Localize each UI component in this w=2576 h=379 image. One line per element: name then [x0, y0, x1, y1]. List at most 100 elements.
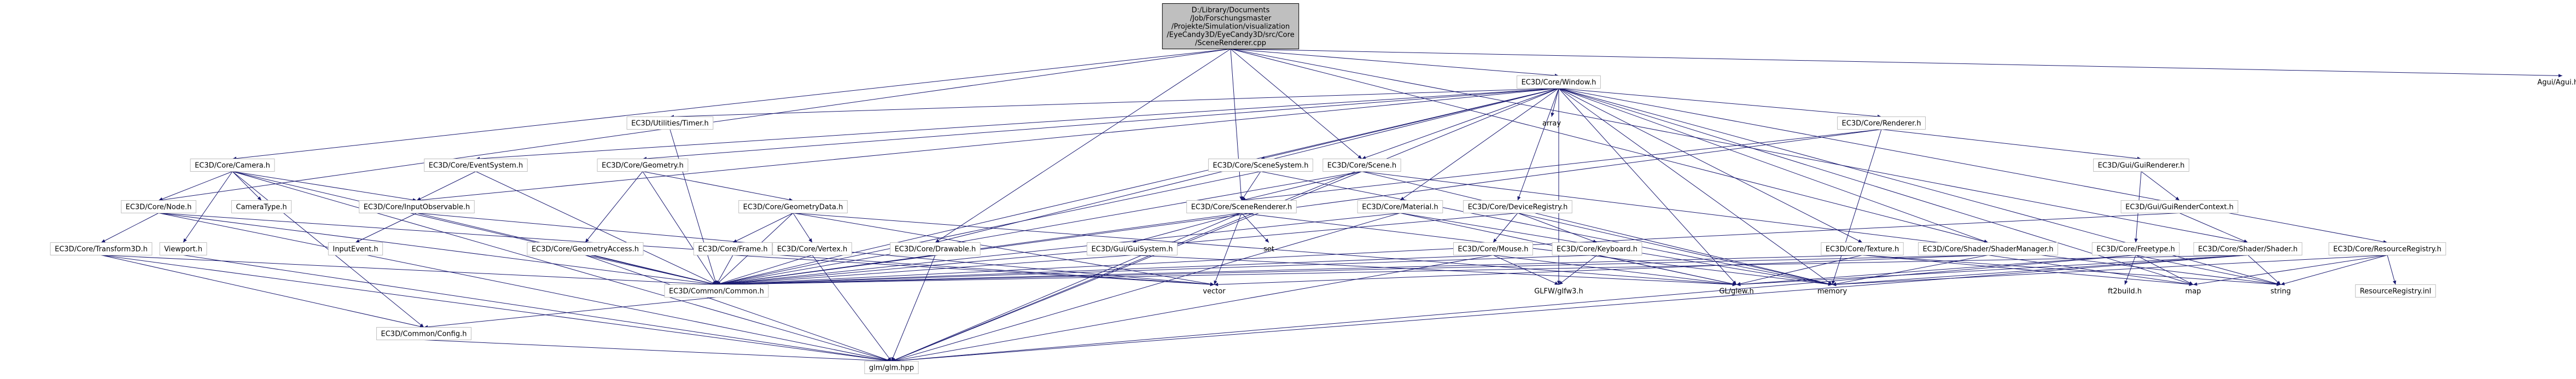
node-box: [190, 159, 275, 172]
node-label: D:/Library/Documents: [1192, 7, 1270, 15]
graph-node-geometry[interactable]: EC3D/Core/Geometry.h: [597, 159, 689, 172]
edge-resreg-to-string: [2280, 255, 2388, 285]
edge-texture-to-string: [1862, 255, 2281, 287]
edge-common-to-config: [423, 297, 717, 329]
node-label: /SceneRenderer.cpp: [1195, 39, 1266, 48]
edge-shader-to-memory: [1832, 255, 2248, 287]
graph-node-freetype[interactable]: EC3D/Core/Freetype.h: [2091, 242, 2180, 255]
node-label: CameraType.h: [236, 203, 287, 212]
edge-freetype-to-map: [2135, 255, 2194, 285]
node-label: map: [2185, 288, 2201, 296]
graph-node-shader[interactable]: EC3D/Core/Shader/Shader.h: [2193, 242, 2303, 255]
graph-node-keyboard[interactable]: EC3D/Core/Keyboard.h: [1552, 242, 1642, 255]
node-box: [1086, 242, 1178, 255]
node-label: set: [1263, 246, 1274, 254]
node-label: EC3D/Core/Window.h: [1522, 79, 1596, 87]
edge-guirenderer-to-guirendercontext: [2141, 171, 2180, 201]
graph-node-cameratype[interactable]: CameraType.h: [231, 200, 292, 213]
graph-node-drawable[interactable]: EC3D/Core/Drawable.h: [890, 242, 981, 255]
node-label: EC3D/Core/GeometryData.h: [743, 203, 843, 212]
edge-frame-to-vector: [732, 255, 1215, 287]
node-box: [424, 159, 528, 172]
node-label: EC3D/Core/Freetype.h: [2096, 246, 2175, 254]
graph-node-geomdata[interactable]: EC3D/Core/GeometryData.h: [738, 200, 848, 213]
node-box: [1186, 200, 1297, 213]
edge-resreg-to-map: [2193, 255, 2388, 286]
edge-camera-to-common: [232, 171, 717, 285]
edge-window-to-texture: [1558, 88, 1863, 243]
graph-node-viewport[interactable]: Viewport.h: [159, 242, 207, 255]
graph-node-inputobs[interactable]: EC3D/Core/InputObservable.h: [359, 200, 475, 213]
graph-node-resreginl[interactable]: ResourceRegistry.inl: [2355, 284, 2436, 298]
graph-node-frame[interactable]: EC3D/Core/Frame.h: [693, 242, 773, 255]
graph-node-scenerenderer[interactable]: EC3D/Core/SceneRenderer.h: [1186, 200, 1297, 213]
graph-node-map[interactable]: map: [2181, 285, 2206, 298]
edge-node-to-glm: [158, 213, 892, 363]
graph-node-set[interactable]: set: [1259, 243, 1279, 255]
graph-node-devreg[interactable]: EC3D/Core/DeviceRegistry.h: [1463, 200, 1572, 213]
graph-node-config[interactable]: EC3D/Common/Config.h: [376, 327, 471, 340]
graph-node-glew[interactable]: GL/glew.h: [1715, 285, 1758, 298]
graph-node-guisystem[interactable]: EC3D/Gui/GuiSystem.h: [1086, 242, 1178, 255]
graph-node-material[interactable]: EC3D/Core/Material.h: [1357, 200, 1443, 213]
node-label: EC3D/Core/SceneSystem.h: [1213, 162, 1309, 170]
node-box: [890, 242, 981, 255]
node-label: EC3D/Core/Material.h: [1362, 203, 1438, 212]
graph-node-resreg[interactable]: EC3D/Core/ResourceRegistry.h: [2328, 242, 2446, 255]
graph-node-scene[interactable]: EC3D/Core/Scene.h: [1322, 159, 1401, 172]
graph-node-glm[interactable]: glm/glm.hpp: [864, 361, 919, 374]
edge-shadermgr-to-vector: [1214, 255, 1989, 287]
graph-node-shadermgr[interactable]: EC3D/Core/Shader/ShaderManager.h: [1918, 242, 2059, 255]
node-label: EC3D/Core/Shader/Shader.h: [2198, 246, 2298, 254]
graph-node-vector[interactable]: vector: [1198, 285, 1229, 298]
graph-node-geomaccess[interactable]: EC3D/Core/GeometryAccess.h: [527, 242, 644, 255]
edge-node-to-transform: [101, 213, 159, 243]
edge-resreg-to-resreginl: [2387, 255, 2397, 285]
graph-node-window[interactable]: EC3D/Core/Window.h: [1517, 75, 1601, 89]
edge-texture-to-common: [716, 255, 1863, 287]
edge-root-to-shader: [1230, 49, 2248, 244]
node-label: EC3D/Common/Common.h: [669, 288, 764, 296]
graph-node-eventsystem[interactable]: EC3D/Core/EventSystem.h: [424, 159, 528, 172]
edge-drawable-to-glm: [891, 255, 936, 361]
graph-node-guirendercontext[interactable]: EC3D/Gui/GuiRenderContext.h: [2120, 200, 2239, 213]
edge-mouse-to-common: [716, 255, 1494, 287]
graph-node-agui[interactable]: Agui/Agui.hpp: [2533, 76, 2576, 89]
node-label: EC3D/Core/Camera.h: [195, 162, 270, 170]
graph-node-scenesystem[interactable]: EC3D/Core/SceneSystem.h: [1208, 159, 1313, 172]
node-box: [328, 242, 383, 255]
graph-node-node[interactable]: EC3D/Core/Node.h: [121, 200, 196, 213]
graph-node-memory[interactable]: memory: [1813, 285, 1851, 298]
node-box: [2091, 242, 2180, 255]
graph-node-camera[interactable]: EC3D/Core/Camera.h: [190, 159, 275, 172]
node-label: glm/glm.hpp: [869, 364, 914, 372]
edge-window-to-eventsystem: [475, 88, 1559, 161]
graph-node-string[interactable]: string: [2266, 285, 2295, 298]
edge-scene-to-glm: [891, 171, 1362, 361]
graph-node-vertex[interactable]: EC3D/Core/Vertex.h: [772, 242, 852, 255]
graph-node-ft2build[interactable]: ft2build.h: [2103, 285, 2146, 298]
node-label: EC3D/Core/Texture.h: [1826, 246, 1899, 254]
node-label: memory: [1817, 288, 1848, 296]
graph-node-texture[interactable]: EC3D/Core/Texture.h: [1821, 242, 1904, 255]
graph-node-common[interactable]: EC3D/Common/Common.h: [664, 284, 769, 298]
graph-node-transform[interactable]: EC3D/Core/Transform3D.h: [50, 242, 153, 255]
edge-geomdata-to-vertex: [792, 213, 813, 243]
graph-node-array[interactable]: array: [1538, 117, 1565, 130]
graph-node-glfw[interactable]: GLFW/glfw3.h: [1530, 285, 1588, 298]
graph-node-mouse[interactable]: EC3D/Core/Mouse.h: [1453, 242, 1533, 255]
graph-node-timer[interactable]: EC3D/Utilities/Timer.h: [626, 116, 714, 130]
edge-root-to-window: [1230, 49, 1559, 78]
graph-node-inputevent[interactable]: InputEvent.h: [328, 242, 383, 255]
node-box: [1162, 3, 1299, 49]
node-label: ft2build.h: [2108, 288, 2142, 296]
edge-keyboard-to-glfw: [1558, 255, 1598, 285]
edge-root-to-shadermgr: [1230, 49, 1989, 243]
graph-node-guirenderer[interactable]: EC3D/Gui/GuiRenderer.h: [2093, 159, 2189, 172]
node-box: [2328, 242, 2446, 255]
graph-node-root[interactable]: D:/Library/Documents/Job/Forschungsmaste…: [1162, 3, 1299, 49]
edge-config-to-glm: [423, 340, 892, 363]
edge-freetype-to-glew: [1736, 255, 2136, 287]
node-box: [1918, 242, 2059, 255]
graph-node-renderer[interactable]: EC3D/Core/Renderer.h: [1837, 116, 1926, 130]
